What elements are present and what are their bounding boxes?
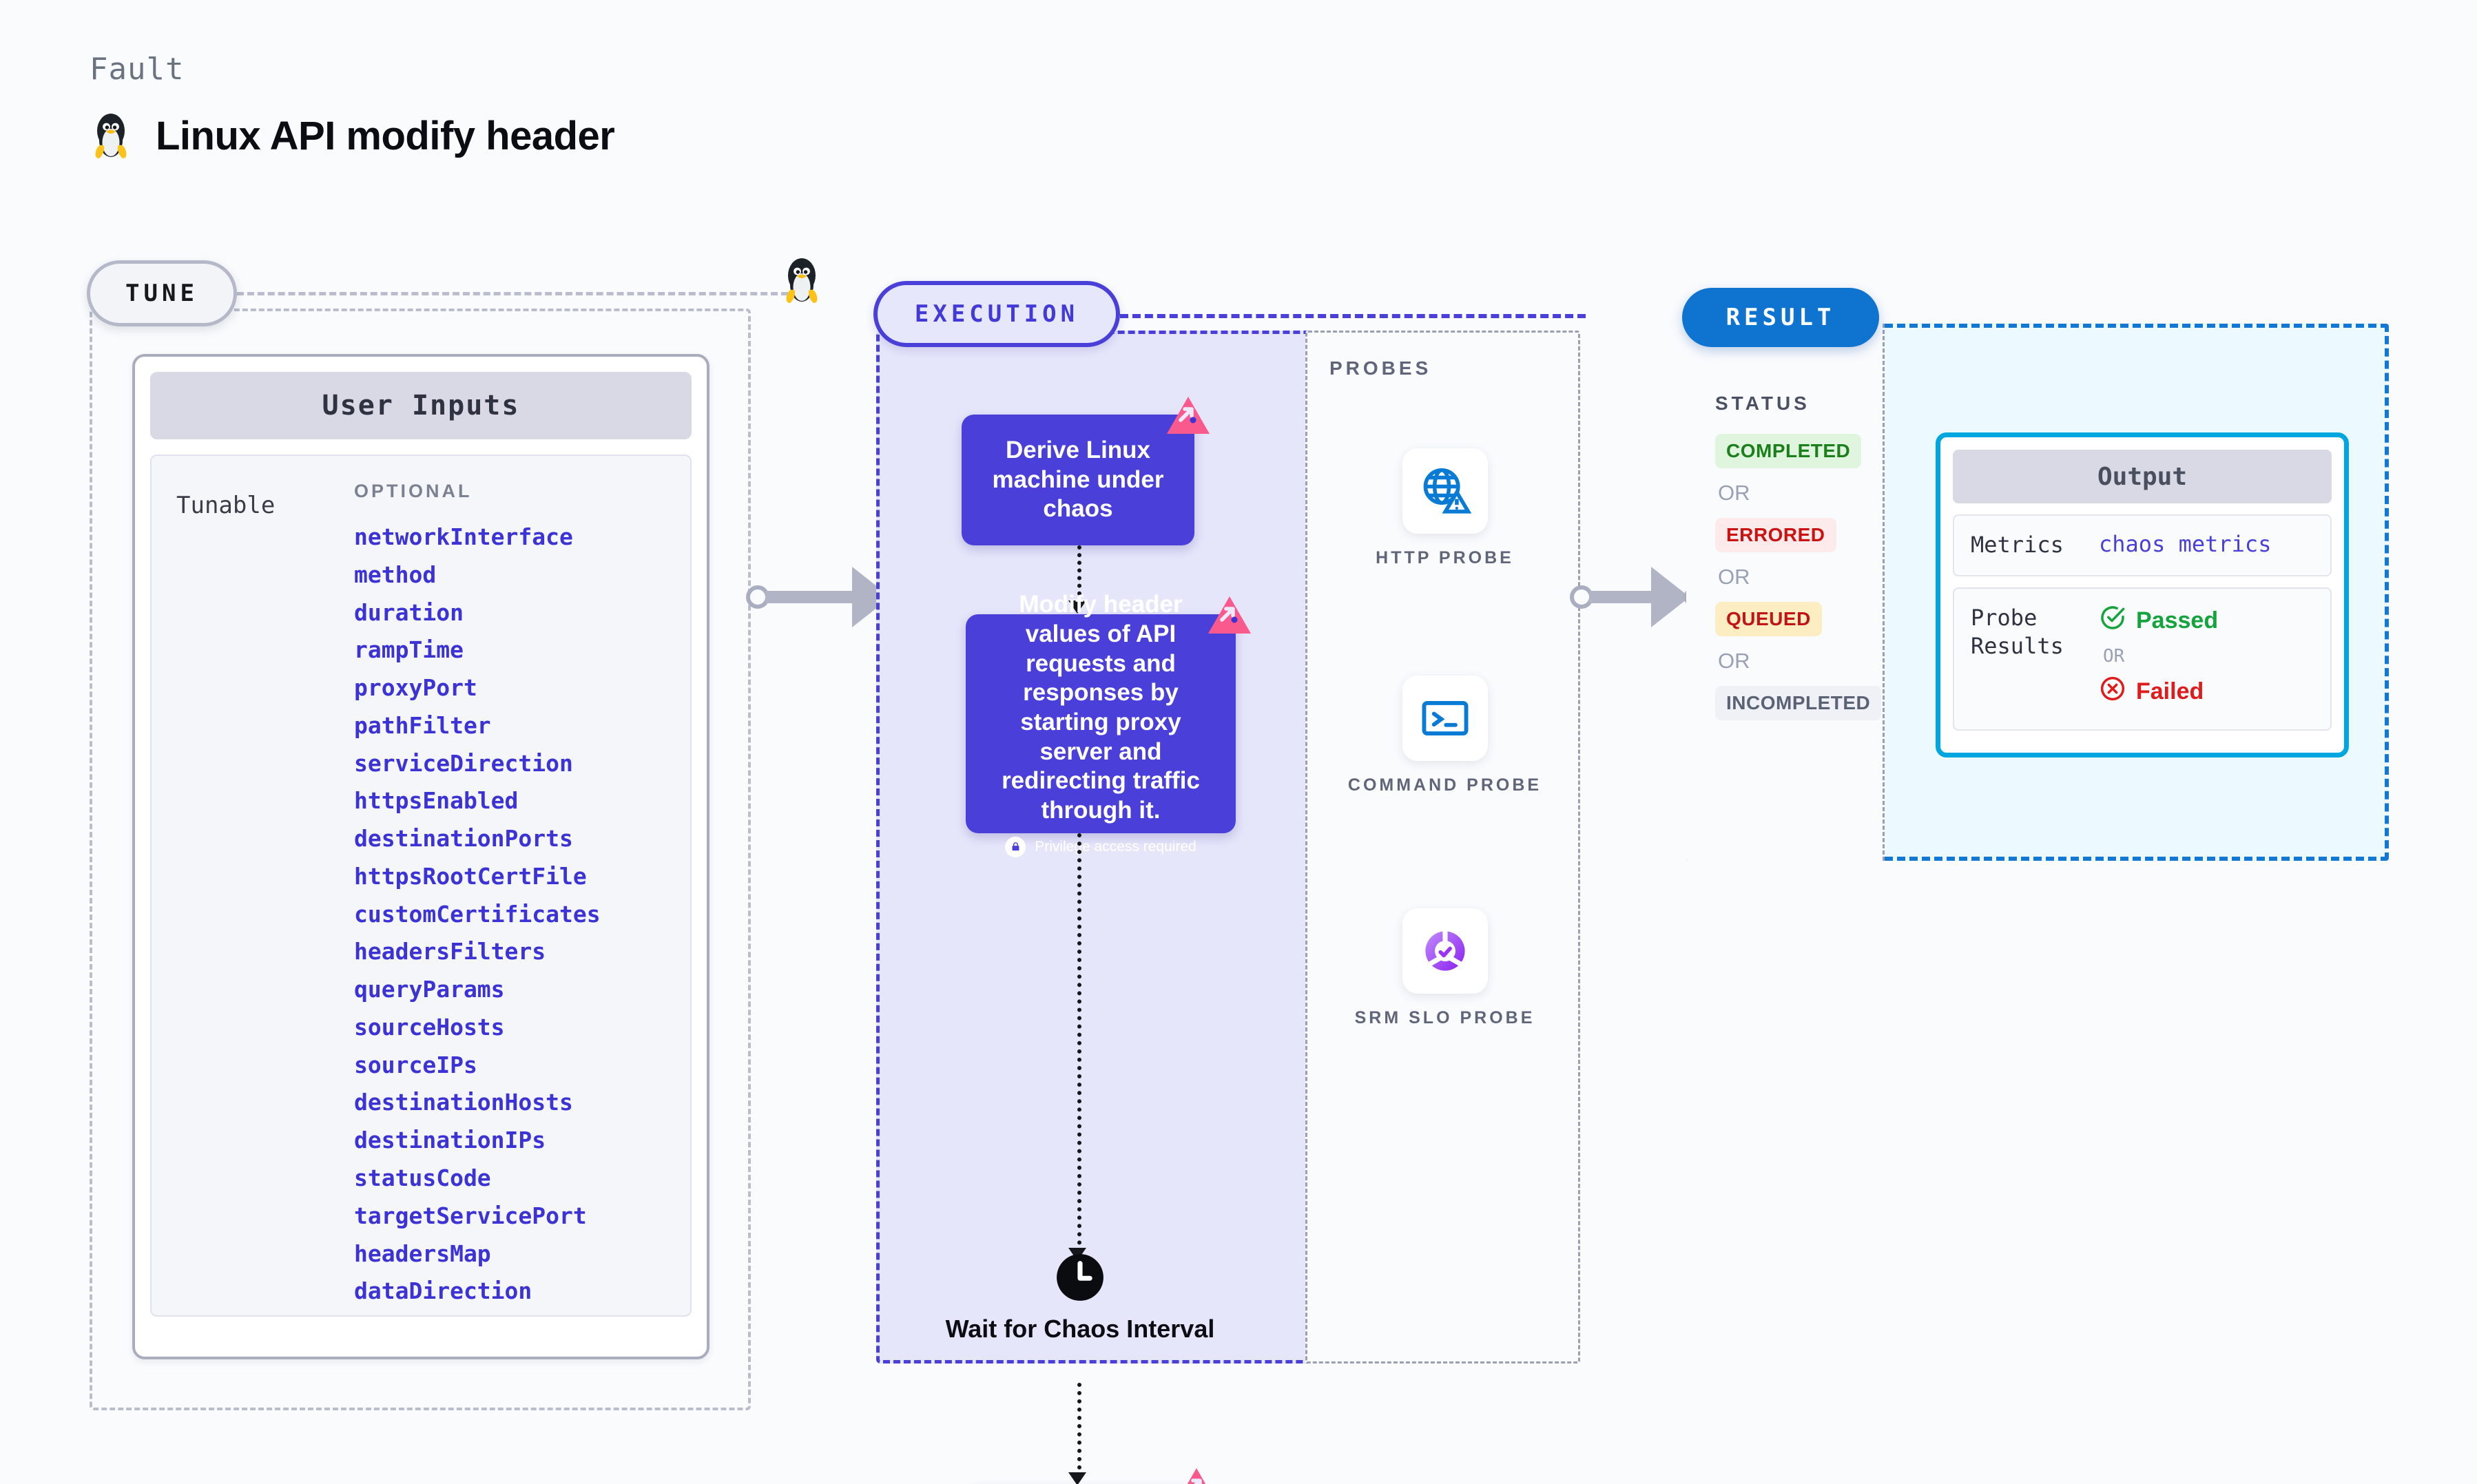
status-or-separator: OR <box>1718 481 1750 505</box>
failed-label: Failed <box>2136 678 2204 704</box>
metrics-value[interactable]: chaos metrics <box>2099 531 2272 557</box>
probe-label: SRM SLO PROBE <box>1354 1008 1535 1027</box>
output-card: Output Metrics chaos metrics Probe Resul… <box>1936 432 2349 757</box>
probe-label: COMMAND PROBE <box>1347 775 1542 795</box>
clock-icon <box>1057 1254 1103 1301</box>
privilege-label: Privilege access required <box>1035 838 1196 855</box>
tune-top-dashed-connector <box>237 292 788 295</box>
optional-input-item[interactable]: targetServicePort <box>354 1202 587 1229</box>
privilege-notice: Privilege access required <box>1005 836 1196 857</box>
optional-input-item[interactable]: networkInterface <box>354 523 573 550</box>
optional-input-item[interactable]: destinationIPs <box>354 1127 546 1154</box>
output-row-probe-results: Probe Results Passed OR <box>1953 587 2332 731</box>
execution-stage: EXECUTION PROBES HTTP P <box>873 281 1586 1484</box>
optional-input-item[interactable]: customCertificates <box>354 900 601 928</box>
probe-result-passed: Passed <box>2099 604 2218 638</box>
user-inputs-title: User Inputs <box>150 372 692 439</box>
user-inputs-body: Tunable OPTIONAL networkInterface method d… <box>150 454 692 1317</box>
probe-label: HTTP PROBE <box>1376 548 1514 567</box>
status-badge: QUEUED <box>1715 602 1822 636</box>
terminal-icon <box>1402 676 1488 761</box>
lock-icon <box>1005 836 1026 857</box>
status-title: STATUS <box>1715 393 1810 414</box>
metrics-key: Metrics <box>1971 532 2064 558</box>
status-or-separator: OR <box>1718 649 1750 673</box>
linux-penguin-icon <box>90 110 132 161</box>
slo-donut-check-icon <box>1402 908 1488 994</box>
tune-stage-border <box>90 309 751 1410</box>
optional-input-item[interactable]: headersMap <box>354 1240 491 1267</box>
flow-dotted-line-2 <box>1077 833 1081 1253</box>
optional-input-item[interactable]: method <box>354 561 437 588</box>
tune-pill[interactable]: TUNE <box>87 260 237 326</box>
optional-input-item[interactable]: rampTime <box>354 636 464 664</box>
chaos-badge-icon <box>1187 1468 1206 1484</box>
probe-command[interactable]: COMMAND PROBE <box>1307 676 1582 797</box>
flow-arrowhead-3 <box>1068 1472 1086 1484</box>
flow-node-label: Modify header values of API requests and… <box>1002 591 1200 824</box>
flow-node-modify-header[interactable]: Modify header values of API requests and… <box>966 591 1251 857</box>
optional-input-item[interactable]: serviceDirection <box>354 749 573 777</box>
flow-dotted-line-3 <box>1077 1383 1081 1478</box>
probe-results-values: Passed OR Failed <box>2099 604 2218 709</box>
globe-warning-icon <box>1402 448 1488 534</box>
optional-input-item[interactable]: destinationHosts <box>354 1089 573 1116</box>
output-title: Output <box>1953 450 2332 503</box>
status-column <box>1686 324 1885 861</box>
optional-label: OPTIONAL <box>354 481 473 501</box>
linux-penguin-icon-marker <box>780 255 823 309</box>
probe-srm-slo[interactable]: SRM SLO PROBE <box>1307 908 1582 1030</box>
wait-label: Wait for Chaos Interval <box>945 1315 1215 1343</box>
optional-inputs-column: OPTIONAL networkInterface method duration r… <box>354 481 690 1315</box>
optional-input-item[interactable]: statusCode <box>354 1164 491 1192</box>
optional-inputs-list: networkInterface method duration rampTime pr… <box>354 519 690 1310</box>
optional-input-item[interactable]: duration <box>354 598 464 626</box>
fault-kicker: Fault <box>90 52 185 87</box>
probe-result-or: OR <box>2103 645 2125 667</box>
optional-input-item[interactable]: queryParams <box>354 976 505 1003</box>
probes-title: PROBES <box>1329 357 1432 379</box>
execution-pill[interactable]: EXECUTION <box>873 281 1120 347</box>
page-title: Linux API modify header <box>156 113 615 158</box>
optional-input-item[interactable]: proxyPort <box>354 674 477 702</box>
optional-input-item[interactable]: httpsRootCertFile <box>354 862 587 890</box>
status-or-separator: OR <box>1718 565 1750 589</box>
connector-bar <box>765 591 852 603</box>
x-circle-icon <box>2099 675 2126 709</box>
flow-arrowhead-1 <box>1068 600 1086 614</box>
optional-input-item[interactable]: httpsEnabled <box>354 787 519 815</box>
execution-top-dashed-connector <box>1120 314 1586 318</box>
probe-http[interactable]: HTTP PROBE <box>1307 448 1582 570</box>
optional-input-item[interactable]: destinationPorts <box>354 825 573 853</box>
probe-result-failed: Failed <box>2099 675 2218 709</box>
user-inputs-card: User Inputs Tunable OPTIONAL networkInte… <box>132 354 709 1359</box>
page-title-row: Linux API modify header <box>90 110 615 161</box>
flow-node-derive-machine[interactable]: Derive Linux machine under chaos <box>962 397 1210 545</box>
output-row-metrics: Metrics chaos metrics <box>1953 514 2332 576</box>
chaos-badge-icon <box>1167 397 1210 434</box>
check-circle-icon <box>2099 604 2126 638</box>
status-badge: ERRORED <box>1715 518 1836 552</box>
connector-bar <box>1589 591 1651 603</box>
flow-dotted-line-1 <box>1077 545 1081 603</box>
optional-input-item[interactable]: pathFilter <box>354 711 491 739</box>
result-pill[interactable]: RESULT <box>1682 288 1879 347</box>
status-badge: COMPLETED <box>1715 434 1862 468</box>
flow-node-label: Derive Linux machine under chaos <box>992 436 1164 523</box>
tune-stage: TUNE User Inputs Tunable OPTIONAL <box>87 258 818 1410</box>
probe-results-key: Probe Results <box>1971 604 2064 660</box>
optional-input-item[interactable]: sourceHosts <box>354 1013 505 1041</box>
connector-arrowhead <box>1651 567 1690 627</box>
status-badge: INCOMPLETED <box>1715 686 1882 720</box>
flow-node-wait-for-chaos-interval: Wait for Chaos Interval <box>942 1252 1218 1344</box>
passed-label: Passed <box>2136 607 2219 634</box>
tunable-label: Tunable <box>176 492 276 519</box>
result-stage: RESULT STATUS COMPLETED OR ERRORED OR QUEUED… <box>1682 288 2389 861</box>
optional-input-item[interactable]: sourceIPs <box>354 1051 477 1078</box>
status-list: COMPLETED OR ERRORED OR QUEUED OR INCOMPLETED <box>1715 434 1882 720</box>
probes-panel: PROBES HTTP PROBE <box>1305 331 1580 1363</box>
optional-input-item[interactable]: dataDirection <box>354 1277 532 1305</box>
chaos-badge-icon <box>1208 596 1251 634</box>
optional-input-item[interactable]: headersFilters <box>354 938 546 965</box>
